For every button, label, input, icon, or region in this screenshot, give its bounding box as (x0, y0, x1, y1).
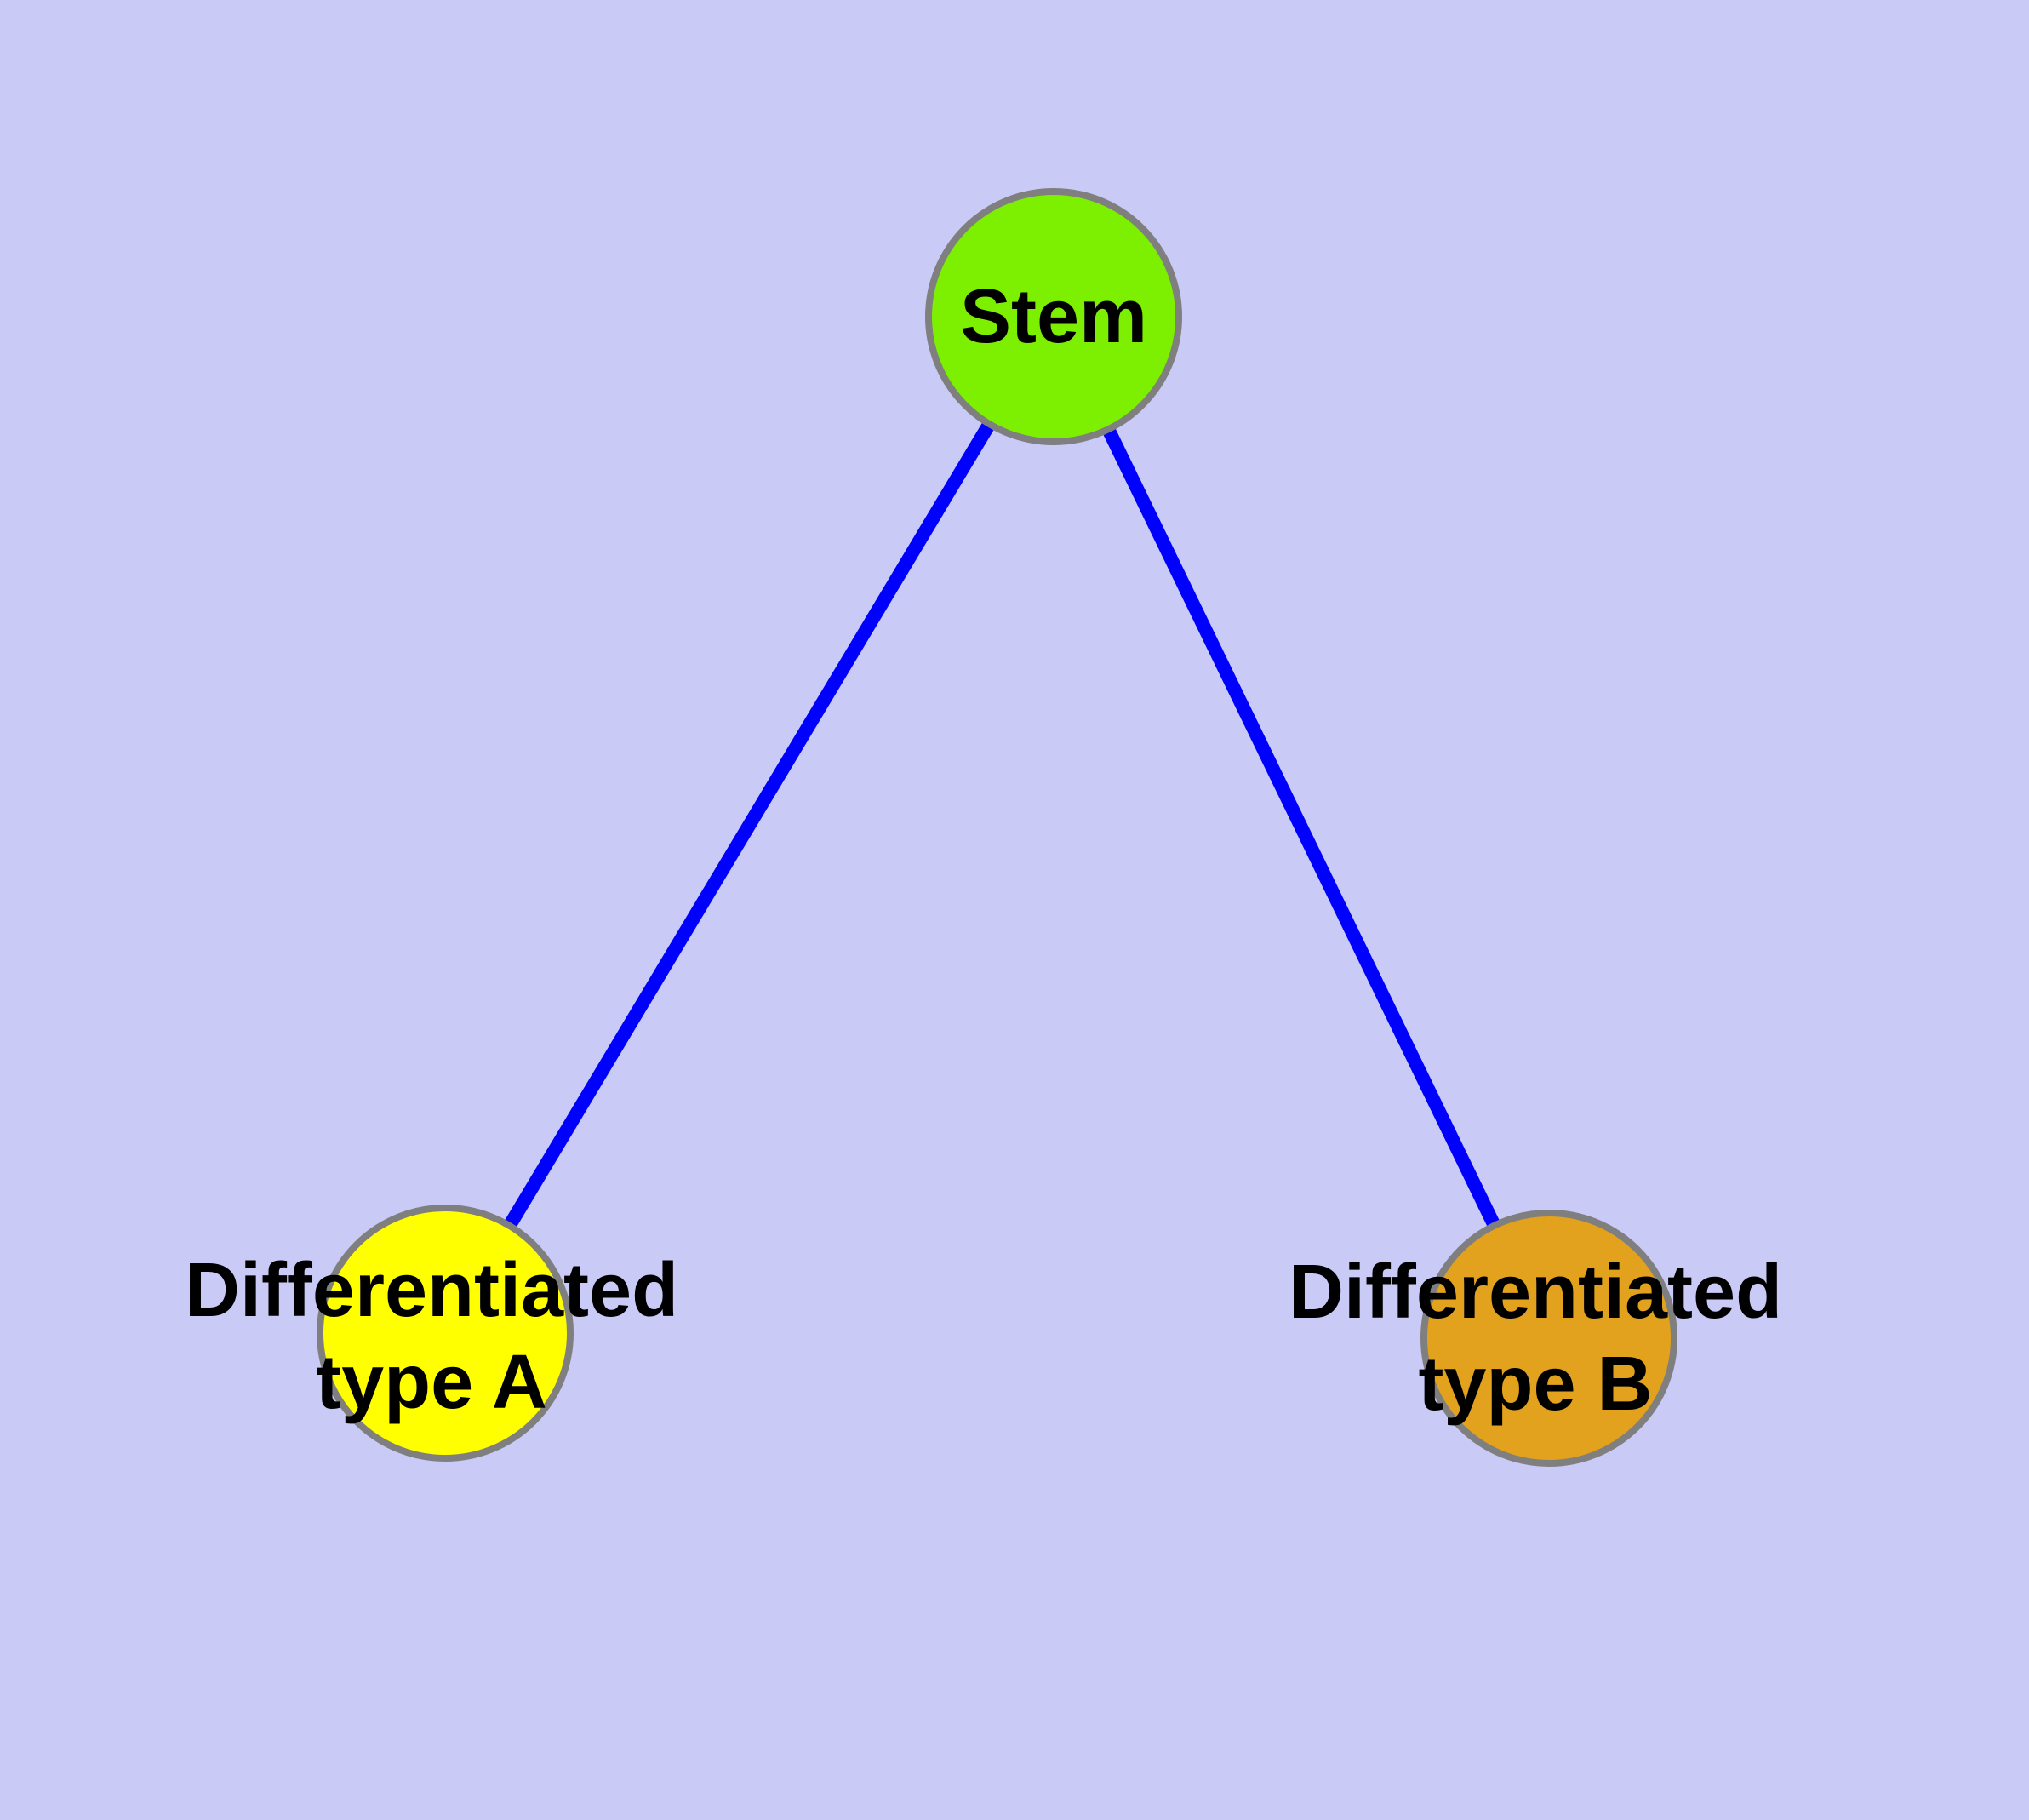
node-label-type-b: Differentiated type B (1289, 1246, 1782, 1430)
edge-group (439, 312, 1556, 1342)
node-circle-stem (925, 188, 1182, 445)
edge-stem-to-type-a (439, 312, 1060, 1337)
node-group (317, 188, 1677, 1467)
node-label-type-b-line1: Differentiated (1288, 1250, 1783, 1335)
node-circle-type-a (317, 1205, 574, 1462)
edge-stem-to-type-b (1047, 313, 1556, 1342)
node-label-type-a-line2: type A (316, 1340, 547, 1425)
node-label-type-a: Differentiated type A (185, 1245, 678, 1428)
node-label-stem: Stem (959, 274, 1148, 359)
node-label-type-a-line1: Differentiated (184, 1248, 679, 1333)
node-label-type-b-line2: type B (1418, 1342, 1653, 1427)
node-circle-type-b (1420, 1210, 1677, 1467)
